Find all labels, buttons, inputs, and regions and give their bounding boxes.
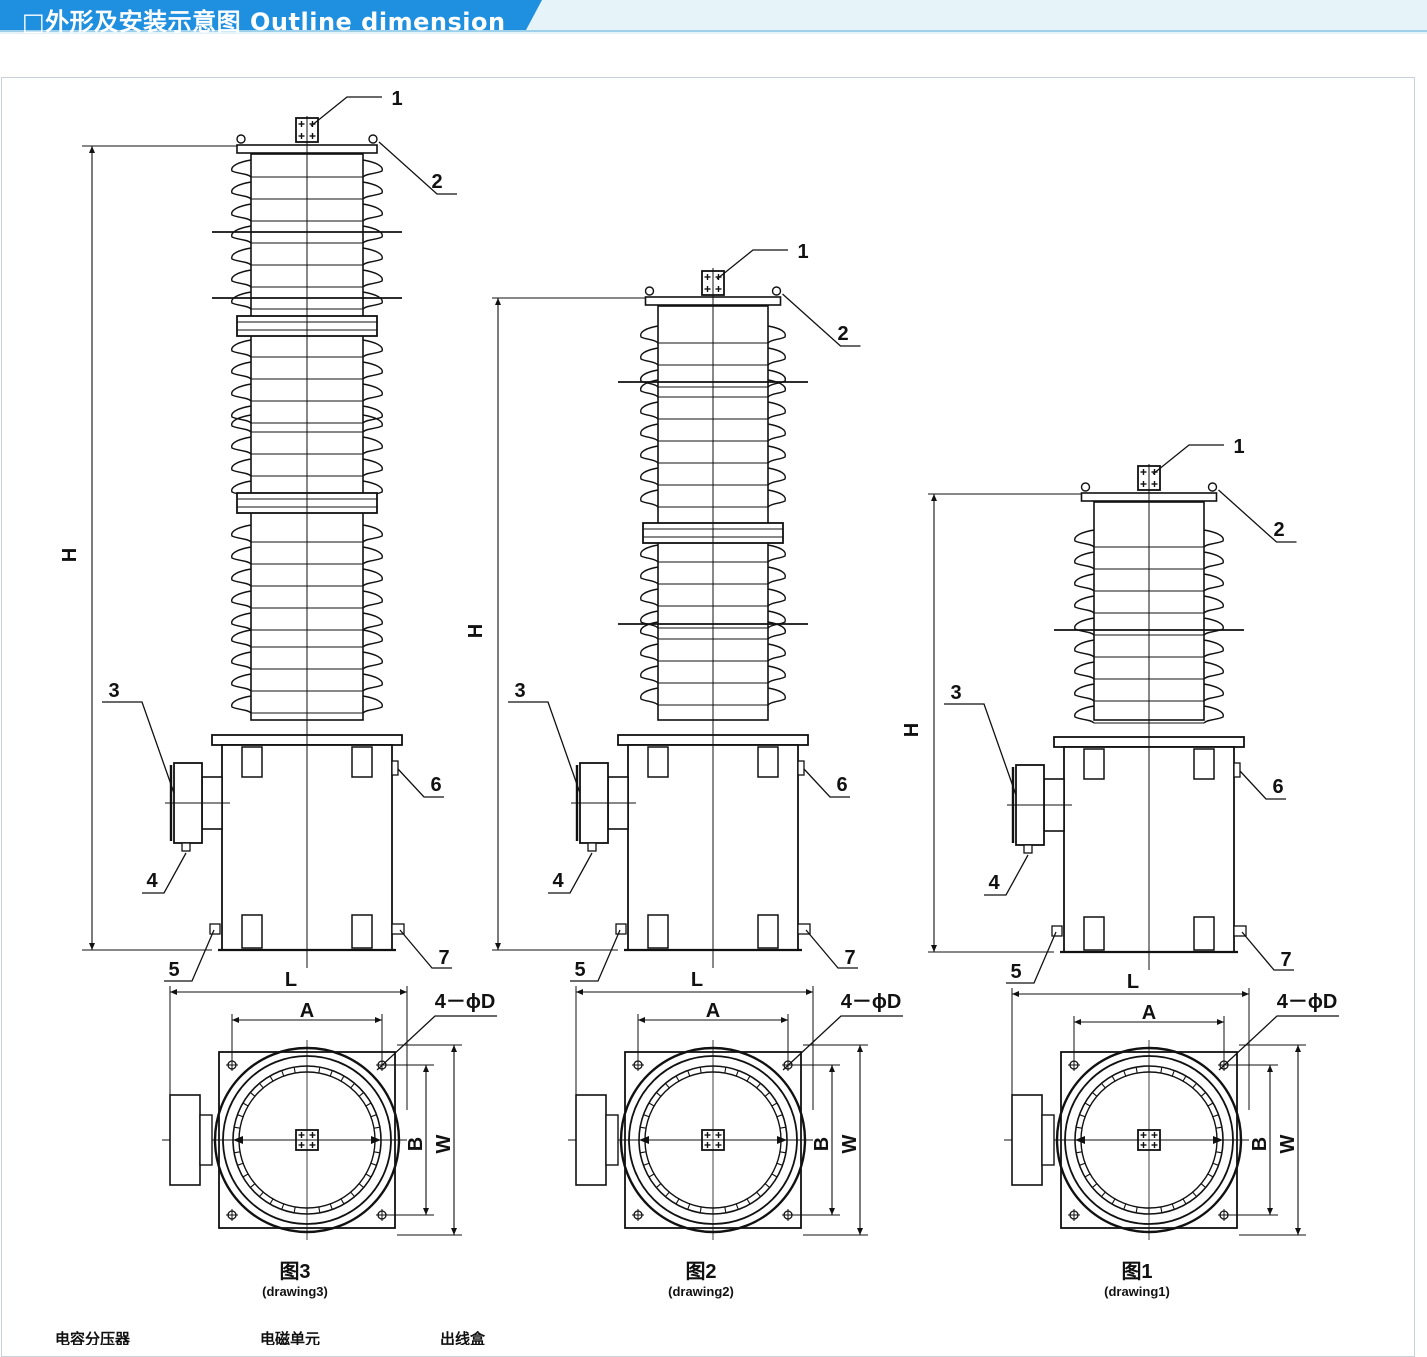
length-dim-label: L	[1127, 971, 1139, 993]
drawing-subcaption: (drawing1)	[1104, 1284, 1170, 1299]
callout-label-1: 1	[391, 88, 402, 110]
drawing-subcaption: (drawing2)	[668, 1284, 734, 1299]
callout-label-7: 7	[438, 947, 449, 969]
header-background	[0, 0, 1427, 34]
callout-label-5: 5	[574, 959, 585, 981]
callout-label-4: 4	[552, 870, 564, 892]
legend-item: 电磁单元	[260, 1330, 320, 1345]
w-dim-label: W	[839, 1134, 861, 1153]
callout-label-2: 2	[431, 171, 442, 193]
holes-dim-label: 4－ϕD	[435, 991, 496, 1013]
drawing-caption: 图1	[1121, 1260, 1152, 1283]
callout-label-3: 3	[514, 680, 525, 702]
holes-dim-label: 4－ϕD	[1277, 991, 1338, 1013]
callout-label-2: 2	[837, 323, 848, 345]
callout-label-3: 3	[950, 682, 961, 704]
holes-dim-label: 4－ϕD	[841, 991, 902, 1013]
callout-label-5: 5	[168, 959, 179, 981]
callout-label-1: 1	[797, 241, 808, 263]
drawing-subcaption: (drawing3)	[262, 1284, 328, 1299]
legend-item: 出线盒	[440, 1330, 486, 1345]
callout-label-1: 1	[1233, 436, 1244, 458]
drawing-caption: 图3	[279, 1260, 310, 1283]
height-dim-label: H	[59, 548, 81, 562]
callout-label-5: 5	[1010, 961, 1021, 983]
callout-label-2: 2	[1273, 519, 1284, 541]
w-dim-label: W	[1277, 1134, 1299, 1153]
a-dim-label: A	[300, 1000, 314, 1022]
callout-label-3: 3	[108, 680, 119, 702]
drawing-caption: 图2	[685, 1260, 716, 1283]
callout-label-7: 7	[844, 947, 855, 969]
section-title: □外形及安装示意图 Outline dimension	[22, 8, 506, 36]
length-dim-label: L	[285, 969, 297, 991]
legend: 电容分压器 电磁单元 出线盒	[55, 1330, 486, 1345]
b-dim-label: B	[811, 1137, 833, 1151]
callout-label-6: 6	[836, 774, 847, 796]
callout-label-4: 4	[988, 872, 1000, 894]
length-dim-label: L	[691, 969, 703, 991]
a-dim-label: A	[1142, 1002, 1156, 1024]
height-dim-label: H	[901, 723, 923, 737]
a-dim-label: A	[706, 1000, 720, 1022]
callout-label-7: 7	[1280, 949, 1291, 971]
callout-label-6: 6	[1272, 776, 1283, 798]
b-dim-label: B	[405, 1137, 427, 1151]
b-dim-label: B	[1249, 1137, 1271, 1151]
callout-label-4: 4	[146, 870, 158, 892]
section-header: □外形及安装示意图 Outline dimension	[0, 0, 1427, 36]
height-dim-label: H	[465, 624, 487, 638]
w-dim-label: W	[433, 1134, 455, 1153]
legend-item: 电容分压器	[55, 1330, 131, 1345]
callout-label-6: 6	[430, 774, 441, 796]
